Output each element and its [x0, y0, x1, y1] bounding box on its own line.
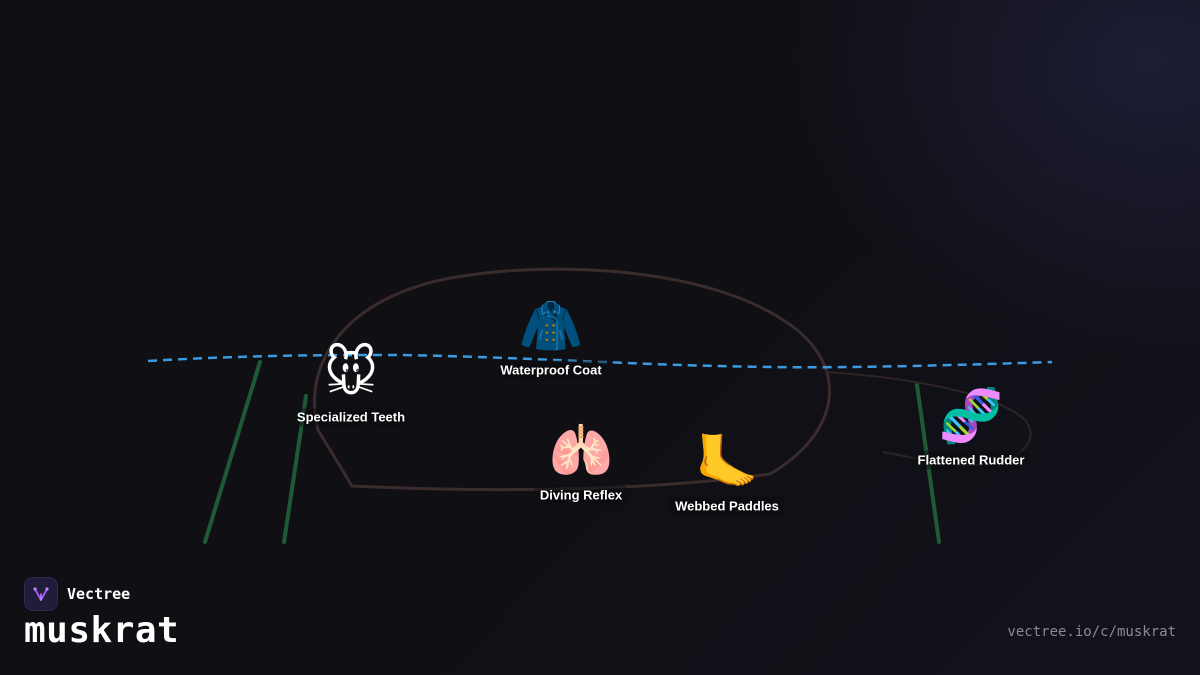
page-title: muskrat	[24, 610, 180, 651]
feature-label: Flattened Rudder	[911, 450, 1031, 470]
feature-webbed-paddles[interactable]: 🦶 Webbed Paddles	[669, 433, 785, 516]
feature-label: Waterproof Coat	[494, 360, 608, 380]
feature-specialized-teeth[interactable]: 🐭 Specialized Teeth	[290, 343, 412, 427]
vectree-logo-icon	[24, 577, 58, 611]
reed-stem	[282, 394, 308, 544]
brand[interactable]: Vectree	[24, 577, 130, 611]
coat-icon: 🧥	[518, 296, 584, 357]
brand-name: Vectree	[67, 585, 131, 603]
feature-flattened-rudder[interactable]: 🧬 Flattened Rudder	[911, 386, 1031, 470]
page-url[interactable]: vectree.io/c/muskrat	[1007, 624, 1176, 640]
feature-diving-reflex[interactable]: 🫁 Diving Reflex	[533, 421, 629, 505]
muskrat-tail-outline	[824, 371, 1032, 467]
foot-icon: 🦶	[694, 432, 760, 493]
feature-label: Diving Reflex	[533, 485, 629, 505]
dna-icon: 🧬	[938, 386, 1004, 447]
muskrat-body-outline	[312, 267, 831, 492]
feature-label: Specialized Teeth	[290, 407, 412, 427]
feature-label: Webbed Paddles	[669, 496, 785, 516]
feature-waterproof-coat[interactable]: 🧥 Waterproof Coat	[494, 296, 608, 380]
water-line	[147, 353, 1053, 369]
mouse-face-icon: 🐭	[323, 343, 379, 404]
reed-stem	[915, 383, 941, 544]
lungs-icon: 🫁	[548, 421, 614, 482]
reed-stem	[203, 360, 262, 544]
